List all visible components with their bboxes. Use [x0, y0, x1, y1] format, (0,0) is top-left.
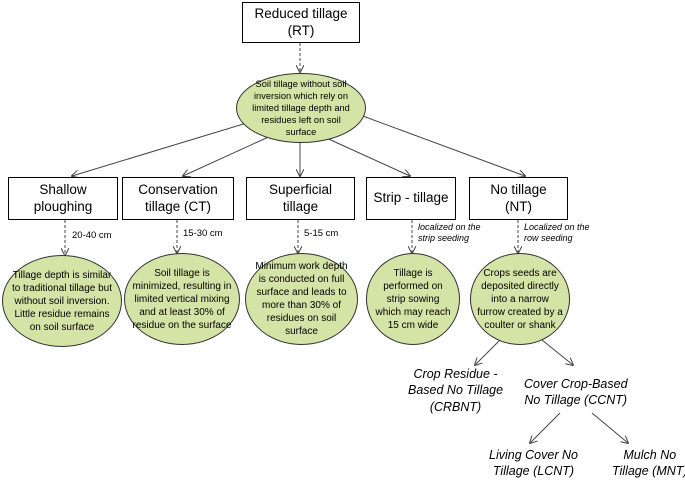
conservation-tillage-box: Conservation tillage (CT): [122, 177, 234, 220]
no-tillage-description: Crops seeds are deposited directly into …: [477, 267, 563, 331]
arrow-to-crbnt: [475, 339, 501, 365]
definition-text: Soil tillage without soil inversion whic…: [252, 78, 350, 138]
superficial-tillage-oval: Minimum work depth is conducted on full …: [245, 253, 358, 345]
arrow-to-ccnt: [541, 339, 573, 365]
strip-tillage-description: Tillage is performed on strip sowing whi…: [375, 267, 451, 331]
shallow-ploughing-label: Shallow ploughing: [33, 181, 93, 214]
arrow-to-lcnt: [530, 412, 561, 443]
strip-seeding-note: localized on the strip seeding: [418, 222, 481, 244]
shallow-ploughing-box: Shallow ploughing: [8, 177, 118, 220]
strip-tillage-box: Strip - tillage: [366, 177, 456, 220]
ccnt-label: Cover Crop-Based No Tillage (CCNT): [524, 377, 628, 408]
no-tillage-oval: Crops seeds are deposited directly into …: [470, 253, 570, 345]
crbnt-label: Crop Residue - Based No Tillage (CRBNT): [408, 367, 504, 414]
no-tillage-box: No tillage (NT): [469, 177, 568, 220]
mnt-label: Mulch No Tillage (MNT): [612, 448, 685, 479]
arrow-to-conservation: [183, 133, 276, 176]
superficial-tillage-label: Superficial tillage: [268, 181, 333, 214]
shallow-ploughing-oval: Tillage depth is similar to traditional …: [2, 255, 122, 347]
definition-oval: Soil tillage without soil inversion whic…: [236, 73, 366, 143]
shallow-depth-label: 20-40 cm: [72, 230, 112, 241]
arrow-to-mnt: [591, 412, 628, 443]
reduced-tillage-box: Reduced tillage (RT): [242, 2, 360, 43]
arrow-to-no-tillage: [351, 111, 525, 176]
conservation-depth-label: 15-30 cm: [183, 228, 223, 239]
no-tillage-label: No tillage (NT): [490, 181, 547, 214]
conservation-tillage-label: Conservation tillage (CT): [138, 181, 218, 214]
arrow-to-strip: [321, 135, 410, 176]
row-seeding-note: Localized on the row seeding: [524, 222, 590, 244]
root-title-line1: Reduced tillage: [254, 5, 348, 21]
conservation-tillage-oval: Soil tillage is minimized, resulting in …: [124, 253, 240, 345]
root-title-line2: (RT): [287, 22, 315, 38]
superficial-tillage-box: Superficial tillage: [246, 177, 355, 220]
superficial-depth-label: 5-15 cm: [304, 228, 339, 239]
shallow-ploughing-description: Tillage depth is similar to traditional …: [11, 269, 113, 333]
lcnt-label: Living Cover No Tillage (LCNT): [489, 448, 578, 479]
strip-tillage-label: Strip - tillage: [373, 190, 449, 206]
strip-tillage-oval: Tillage is performed on strip sowing whi…: [366, 253, 460, 345]
superficial-tillage-description: Minimum work depth is conducted on full …: [255, 261, 348, 337]
arrow-to-shallow: [72, 121, 251, 176]
conservation-tillage-description: Soil tillage is minimized, resulting in …: [132, 267, 232, 331]
